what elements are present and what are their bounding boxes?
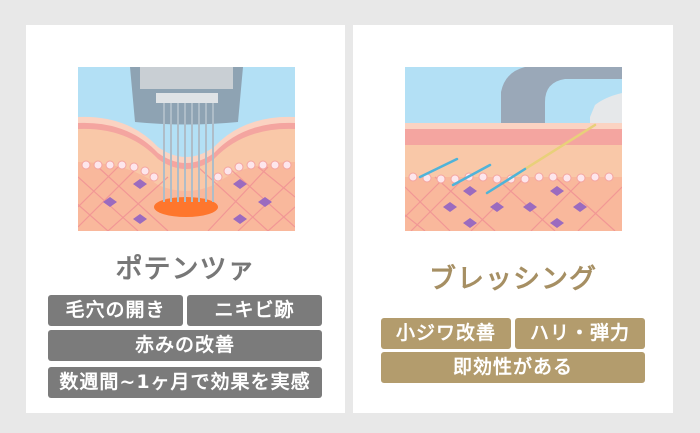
tag-firmness: ハリ・弾力 — [515, 318, 645, 349]
tag-fine-wrinkles: 小ジワ改善 — [381, 318, 511, 349]
tag-acne-scars: ニキビ跡 — [187, 295, 322, 326]
treatment-title: ブレッシング — [429, 264, 597, 295]
tag-pores: 毛穴の開き — [48, 295, 183, 326]
tag-redness: 赤みの改善 — [48, 330, 322, 361]
tag-immediate-effect: 即効性がある — [381, 352, 645, 383]
potenza-card: ポテンツァ 毛穴の開き ニキビ跡 赤みの改善 数週間~1ヶ月で効果を実感 — [26, 25, 345, 413]
microneedle-skin-illustration — [78, 67, 295, 231]
treatment-title: ポテンツァ — [115, 254, 256, 285]
thread-lift-skin-illustration — [405, 67, 622, 231]
tag-effect-period: 数週間~1ヶ月で効果を実感 — [48, 367, 322, 398]
blessing-card: ブレッシング 小ジワ改善 ハリ・弾力 即効性がある — [353, 25, 673, 413]
